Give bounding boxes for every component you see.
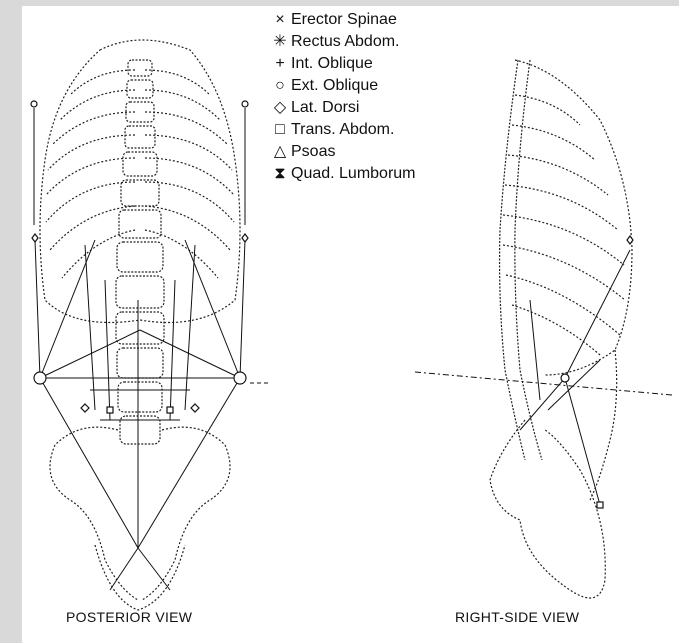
triangle-icon: △ xyxy=(272,144,288,160)
posterior-spine xyxy=(116,60,164,444)
plus-icon: + xyxy=(272,56,288,72)
legend-item-psoas: △ Psoas xyxy=(272,143,335,161)
right-side-view-label: RIGHT-SIDE VIEW xyxy=(455,609,579,625)
legend-item-erector-spinae: × Erector Spinae xyxy=(272,11,397,29)
posterior-skeleton xyxy=(40,40,240,610)
posterior-view-label: POSTERIOR VIEW xyxy=(66,609,192,625)
hourglass-icon: ⧗ xyxy=(272,166,288,182)
side-rib-6 xyxy=(503,245,625,300)
posterior-rib-l1 xyxy=(70,70,135,95)
posterior-rib-r2 xyxy=(145,90,220,120)
side-rib-3 xyxy=(508,155,608,195)
legend-item-quad-lumborum: ⧗ Quad. Lumborum xyxy=(272,165,416,183)
side-rib-8 xyxy=(512,305,600,355)
side-rib-5 xyxy=(503,215,624,265)
posterior-rib-l6 xyxy=(46,182,135,222)
posterior-rib-l3 xyxy=(52,112,135,145)
circle-icon: ○ xyxy=(272,78,288,94)
posterior-pelvis-right xyxy=(142,427,230,600)
posterior-ribcage-outline xyxy=(40,40,240,323)
legend-label: Trans. Abdom. xyxy=(291,121,394,139)
legend-item-trans-abdom: □ Trans. Abdom. xyxy=(272,121,394,139)
posterior-pelvis-left xyxy=(50,427,138,600)
side-spine-front xyxy=(515,60,542,460)
posterior-rib-r7 xyxy=(145,206,230,250)
side-abdomen xyxy=(590,350,617,500)
legend-item-lat-dorsi: ◇ Lat. Dorsi xyxy=(272,99,359,117)
side-skeleton xyxy=(490,60,632,598)
legend-label: Int. Oblique xyxy=(291,55,373,73)
legend-label: Lat. Dorsi xyxy=(291,99,359,117)
x-mark-icon: × xyxy=(272,12,288,28)
side-rib-2 xyxy=(512,125,595,160)
figure-panel: × Erector Spinae ✳ Rectus Abdom. + Int. … xyxy=(22,6,679,643)
square-icon: □ xyxy=(272,122,288,138)
legend-item-ext-oblique: ○ Ext. Oblique xyxy=(272,77,378,95)
posterior-rib-l8 xyxy=(62,230,135,278)
diamond-icon: ◇ xyxy=(272,100,288,116)
posterior-rib-r3 xyxy=(145,112,228,145)
posterior-rib-l7 xyxy=(50,206,135,250)
asterisk-icon: ✳ xyxy=(272,34,288,50)
posterior-rib-r8 xyxy=(145,230,218,278)
side-spine xyxy=(500,60,525,460)
posterior-pelvis-base xyxy=(95,545,185,610)
side-pelvis xyxy=(490,420,605,598)
legend-item-rectus-abdom: ✳ Rectus Abdom. xyxy=(272,33,400,51)
posterior-rib-l2 xyxy=(60,90,135,120)
legend-label: Rectus Abdom. xyxy=(291,33,400,51)
side-muscle-lines xyxy=(415,250,672,505)
legend-label: Ext. Oblique xyxy=(291,77,378,95)
side-rib-4 xyxy=(505,185,618,230)
posterior-rib-r1 xyxy=(145,70,210,95)
legend-label: Quad. Lumborum xyxy=(291,165,416,183)
legend-label: Psoas xyxy=(291,143,335,161)
side-markers xyxy=(561,236,633,508)
legend-item-int-oblique: + Int. Oblique xyxy=(272,55,373,73)
legend-label: Erector Spinae xyxy=(291,11,397,29)
